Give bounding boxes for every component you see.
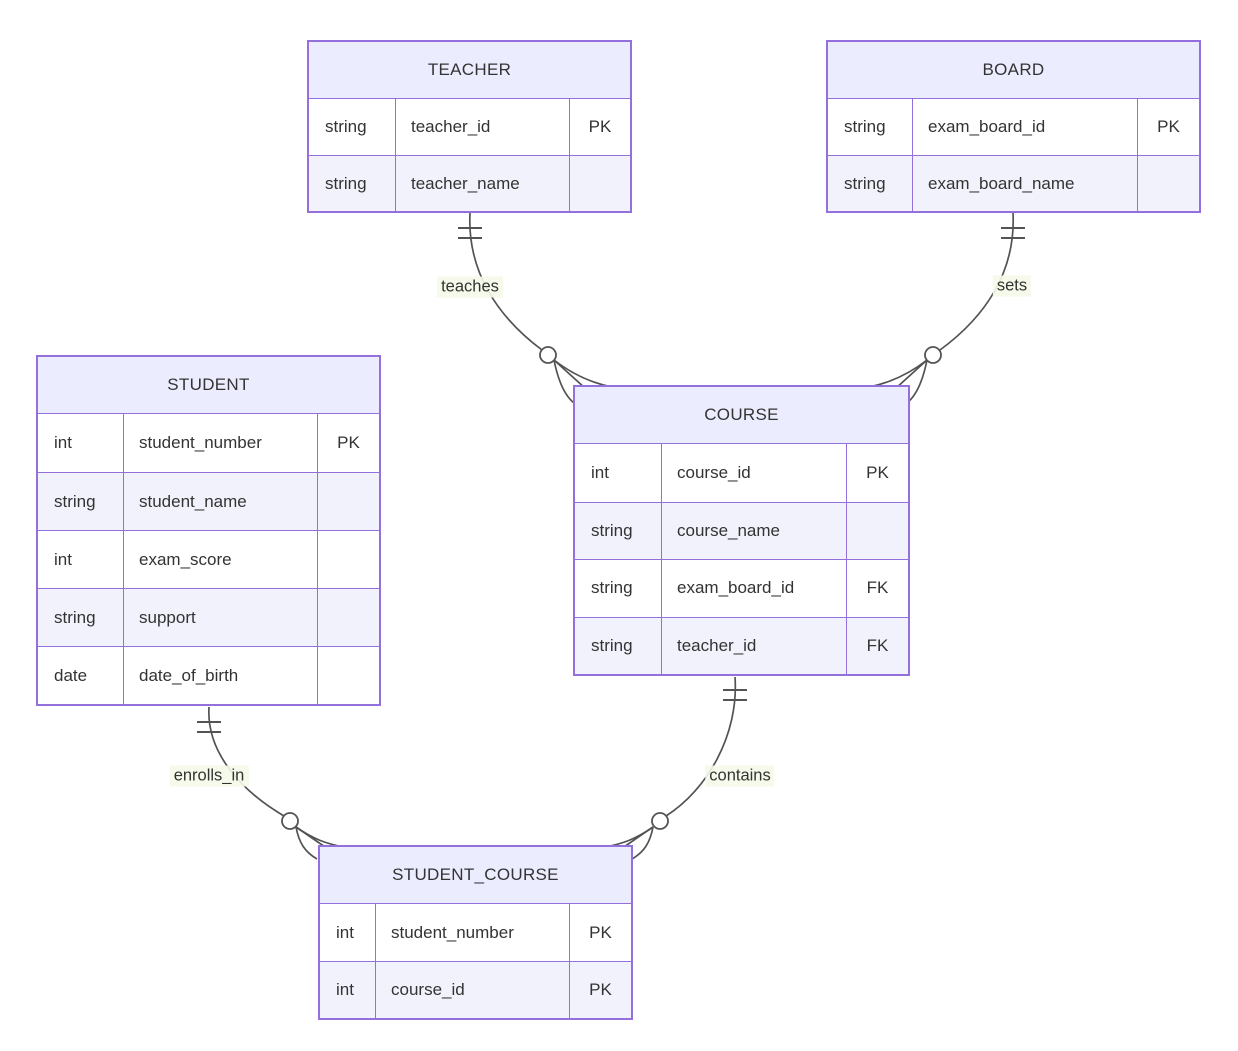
entity-student-title: STUDENT (38, 357, 379, 414)
relationship-label-sets: sets (992, 275, 1032, 297)
attr-key (847, 502, 908, 559)
attr-name: support (123, 589, 318, 646)
zero-or-more-marker (868, 346, 942, 404)
crow-foot-prong (631, 826, 654, 860)
entity-course: COURSE int course_id PK string course_na… (573, 385, 910, 676)
entity-course-title: COURSE (575, 387, 908, 444)
attr-key (318, 473, 379, 530)
attr-key: PK (1138, 99, 1199, 155)
relationship-label-enrolls-in: enrolls_in (169, 765, 249, 787)
exactly-one-marker (723, 689, 747, 701)
attr-key (318, 531, 379, 588)
attr-type: int (38, 414, 123, 472)
entity-teacher: TEACHER string teacher_id PK string teac… (307, 40, 632, 213)
exactly-one-marker (1001, 227, 1025, 239)
attr-key (570, 156, 630, 211)
attr-type: string (38, 589, 123, 646)
attr-name: date_of_birth (123, 647, 318, 704)
crow-foot-prong (553, 359, 613, 388)
attr-type: string (828, 156, 912, 211)
attr-name: course_id (661, 444, 847, 502)
attr-key: FK (847, 560, 908, 617)
entity-board-title: BOARD (828, 42, 1199, 99)
crow-foot-prong (894, 359, 928, 390)
attribute-row: int course_id PK (320, 961, 631, 1018)
attr-key: PK (570, 99, 630, 155)
crow-foot-prong (553, 359, 575, 404)
attribute-row: string student_name (38, 472, 379, 530)
attribute-row: int course_id PK (575, 444, 908, 502)
attribute-row: date date_of_birth (38, 646, 379, 704)
attr-type: string (828, 99, 912, 155)
attr-type: date (38, 647, 123, 704)
exactly-one-marker (458, 227, 482, 239)
entity-student-course-title: STUDENT_COURSE (320, 847, 631, 904)
attribute-row: string teacher_name (309, 155, 630, 211)
attribute-row: string course_name (575, 501, 908, 559)
entity-teacher-title: TEACHER (309, 42, 630, 99)
entity-student: STUDENT int student_number PK string stu… (36, 355, 381, 706)
relationship-line (665, 676, 737, 817)
attr-type: int (320, 904, 375, 961)
attr-type: string (575, 560, 661, 617)
attr-type: string (309, 156, 395, 211)
attribute-row: string support (38, 588, 379, 646)
entity-board: BOARD string exam_board_id PK string exa… (826, 40, 1201, 213)
attr-name: teacher_name (395, 156, 570, 211)
attr-type: int (38, 531, 123, 588)
attr-key: FK (847, 617, 908, 674)
attr-key (1138, 156, 1199, 211)
attr-key: PK (570, 962, 631, 1018)
attribute-row: string teacher_id PK (309, 99, 630, 155)
entity-student-course: STUDENT_COURSE int student_number PK int… (318, 845, 633, 1020)
crow-foot-prong (295, 826, 318, 860)
attr-type: string (575, 617, 661, 674)
crow-foot-prong (868, 359, 928, 388)
attribute-row: string teacher_id FK (575, 616, 908, 674)
attr-name: exam_board_id (912, 99, 1138, 155)
attr-type: string (575, 502, 661, 559)
attribute-row: string exam_board_name (828, 155, 1199, 211)
attr-name: exam_score (123, 531, 318, 588)
attr-name: teacher_id (661, 617, 847, 674)
attr-name: student_name (123, 473, 318, 530)
attr-type: int (575, 444, 661, 502)
attr-name: course_name (661, 502, 847, 559)
attr-name: exam_board_id (661, 560, 847, 617)
exactly-one-marker (197, 721, 221, 733)
relationship-label-contains: contains (705, 765, 775, 787)
attr-key (318, 589, 379, 646)
attribute-row: int exam_score (38, 530, 379, 588)
attr-type: string (38, 473, 123, 530)
attr-type: string (309, 99, 395, 155)
attribute-row: string exam_board_id PK (828, 99, 1199, 155)
relationship-label-teaches: teaches (437, 276, 503, 298)
attribute-row: string exam_board_id FK (575, 559, 908, 617)
attr-key (318, 647, 379, 704)
zero-or-more-marker (539, 346, 613, 404)
relationship-sets (868, 212, 1025, 404)
attr-key: PK (570, 904, 631, 961)
attr-name: teacher_id (395, 99, 570, 155)
attr-type: int (320, 962, 375, 1018)
attribute-row: int student_number PK (38, 414, 379, 472)
attr-name: student_number (375, 904, 570, 961)
crow-foot-prong (553, 359, 587, 390)
attr-name: student_number (123, 414, 318, 472)
relationship-teaches (458, 212, 613, 404)
attr-key: PK (847, 444, 908, 502)
attr-name: exam_board_name (912, 156, 1138, 211)
attr-name: course_id (375, 962, 570, 1018)
relationship-line (208, 706, 285, 817)
attr-key: PK (318, 414, 379, 472)
attribute-row: int student_number PK (320, 904, 631, 961)
